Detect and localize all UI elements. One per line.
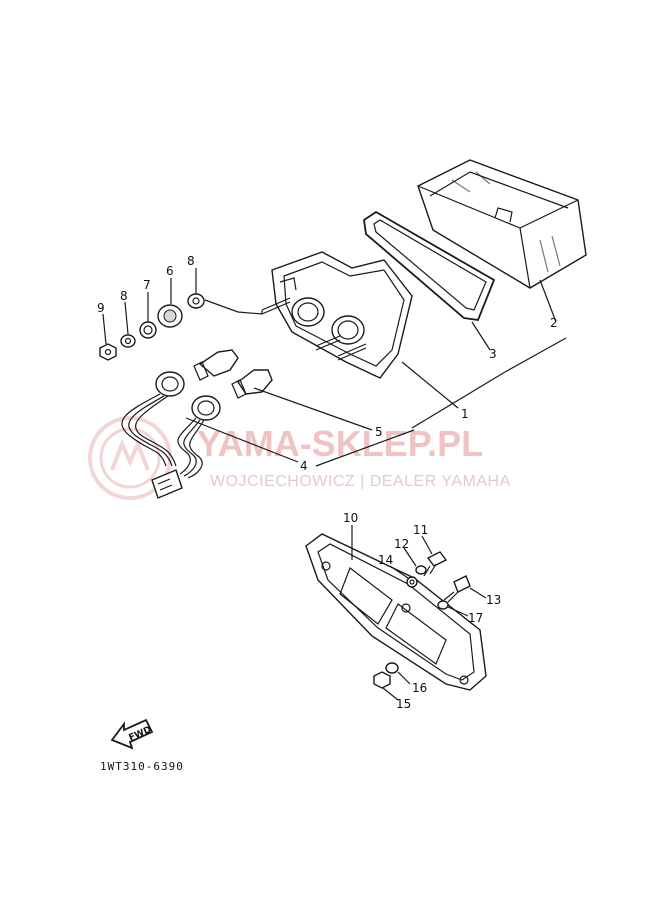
diagram-code: 1WT310-6390 bbox=[100, 760, 184, 773]
callout-13: 13 bbox=[486, 593, 501, 607]
part-2-lens bbox=[417, 159, 587, 289]
part-5-bulb-lower bbox=[231, 369, 273, 399]
callout-8-top: 8 bbox=[187, 254, 195, 268]
callout-7: 7 bbox=[143, 278, 151, 292]
callout-14: 14 bbox=[378, 553, 393, 567]
part-14-nut bbox=[406, 576, 418, 588]
part-8-nut-top bbox=[187, 293, 205, 309]
callout-6: 6 bbox=[166, 264, 174, 278]
callout-12: 12 bbox=[394, 537, 409, 551]
part-6-grommet bbox=[157, 304, 183, 328]
part-9-nut bbox=[99, 343, 117, 361]
part-17-nut bbox=[437, 600, 449, 610]
callout-2: 2 bbox=[550, 316, 558, 330]
callout-8: 8 bbox=[120, 289, 128, 303]
callout-9: 9 bbox=[97, 301, 105, 315]
callout-3: 3 bbox=[489, 347, 497, 361]
part-10-bracket bbox=[305, 533, 487, 691]
part-3-gasket bbox=[363, 210, 496, 321]
callout-17: 17 bbox=[468, 611, 483, 625]
callout-15: 15 bbox=[396, 697, 411, 711]
fwd-arrow-icon: FWD bbox=[110, 718, 154, 750]
part-15-nut bbox=[373, 671, 391, 689]
callout-4: 4 bbox=[300, 459, 308, 473]
part-7-collar bbox=[139, 321, 157, 339]
callout-16: 16 bbox=[412, 681, 427, 695]
watermark-brand: YAMA-SKLEP.PL bbox=[197, 423, 483, 464]
callout-11: 11 bbox=[413, 523, 428, 537]
part-12-washer bbox=[415, 565, 427, 575]
callout-5: 5 bbox=[375, 425, 383, 439]
fwd-label: FWD bbox=[127, 725, 153, 744]
part-13-bolt bbox=[443, 575, 471, 603]
watermark-dealer: WOJCIECHOWICZ | DEALER YAMAHA bbox=[210, 473, 511, 490]
part-8-washer bbox=[120, 334, 136, 348]
leader-lines bbox=[102, 268, 567, 701]
callout-1: 1 bbox=[461, 407, 469, 421]
part-5-bulb-upper bbox=[193, 349, 239, 381]
callout-10: 10 bbox=[343, 511, 358, 525]
part-4-socket-harness bbox=[121, 371, 221, 499]
part-1-housing bbox=[261, 251, 413, 379]
part-16-washer bbox=[385, 662, 399, 674]
part-11-bolt bbox=[423, 551, 448, 577]
watermark: YAMA-SKLEP.PL WOJCIECHOWICZ | DEALER YAM… bbox=[88, 416, 511, 500]
callout-labels: 1 2 3 4 5 6 7 8 8 9 10 11 12 13 14 15 16… bbox=[97, 254, 558, 711]
